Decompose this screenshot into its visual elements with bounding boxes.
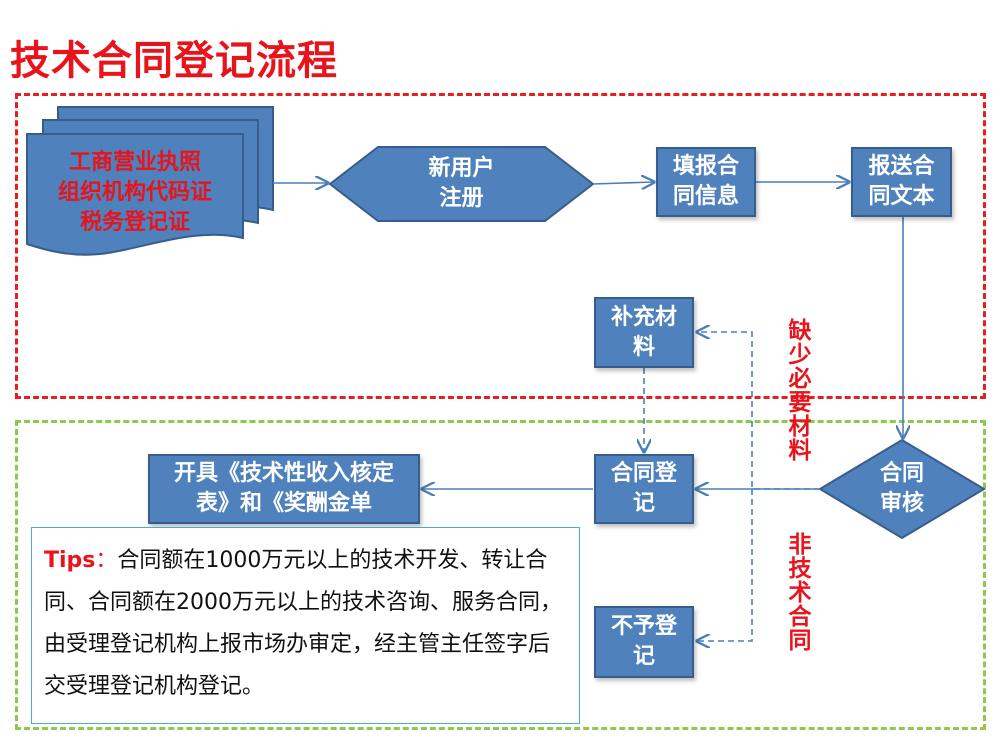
reject-registration-box: 不予登 记	[594, 606, 694, 678]
business-license-text: 工商营业执照	[68, 150, 201, 175]
submit-text-line1: 报送合	[868, 154, 935, 179]
dashed-review-to-reject	[697, 489, 753, 641]
issue-forms-box: 开具《技术性收入核定 表》和《奖酬金单	[148, 454, 420, 524]
registration-line2: 记	[632, 491, 655, 516]
review-diamond-shape	[818, 438, 986, 540]
review-line2: 审核	[879, 491, 924, 516]
dashed-review-to-supplement	[697, 332, 820, 490]
missing-materials-label: 缺少必要材料	[784, 318, 810, 462]
supplement-line1: 补充材	[610, 304, 677, 330]
documents-label: 工商营业执照 组织机构代码证 税务登记证	[35, 148, 235, 238]
tips-box: Tips：合同额在1000万元以上的技术开发、转让合同、合同额在2000万元以上…	[31, 527, 580, 724]
submit-contract-text-box: 报送合 同文本	[851, 147, 952, 217]
tips-label: Tips	[44, 548, 96, 573]
submit-text-line2: 同文本	[868, 184, 935, 209]
tips-text: 合同额在1000万元以上的技术开发、转让合同、合同额在2000万元以上的技术咨询…	[44, 548, 562, 699]
review-line1: 合同	[879, 461, 924, 486]
review-phase-zone	[15, 420, 986, 730]
contract-registration-box: 合同登 记	[594, 454, 694, 524]
reject-line1: 不予登	[610, 614, 677, 639]
fill-info-line2: 同信息	[672, 184, 739, 209]
fill-contract-info-box: 填报合 同信息	[656, 147, 756, 217]
arrow-register-to-fill	[592, 182, 654, 184]
register-line2: 注册	[439, 186, 484, 211]
non-tech-contract-label: 非技术合同	[784, 532, 810, 652]
page-title: 技术合同登记流程	[10, 38, 338, 84]
issue-forms-line2: 表》和《奖酬金单	[195, 491, 372, 516]
fill-info-line1: 填报合	[672, 154, 739, 179]
registration-line1: 合同登	[610, 461, 677, 486]
org-code-cert-text: 组织机构代码证	[57, 180, 212, 205]
documents-stack-shape	[26, 106, 274, 256]
register-line1: 新用户	[428, 156, 495, 181]
supplement-materials-box: 补充材 料	[594, 297, 694, 368]
reject-line2: 记	[632, 644, 655, 669]
contract-review-label: 合同 审核	[852, 456, 952, 522]
tips-separator: ：	[95, 548, 118, 573]
tax-registration-text: 税务登记证	[79, 210, 190, 235]
issue-forms-line1: 开具《技术性收入核定	[173, 461, 394, 486]
register-step-label: 新用户 注册	[378, 152, 545, 216]
registration-phase-zone	[15, 93, 986, 399]
supplement-line2: 料	[632, 334, 655, 360]
